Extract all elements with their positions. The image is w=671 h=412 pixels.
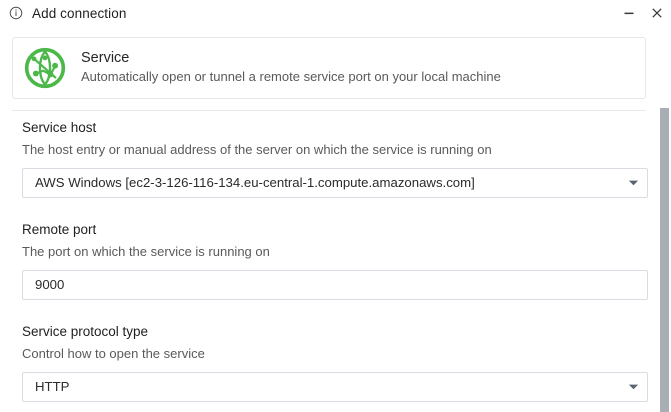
service-protocol-type-label: Service protocol type bbox=[22, 324, 149, 339]
scrollbar-thumb[interactable] bbox=[660, 108, 669, 412]
remote-port-description: The port on which the service is running… bbox=[22, 244, 270, 260]
section-divider bbox=[12, 110, 646, 111]
service-card-description: Automatically open or tunnel a remote se… bbox=[81, 69, 501, 84]
remote-port-value: 9000 bbox=[35, 277, 65, 293]
service-host-label: Service host bbox=[22, 120, 97, 135]
window-controls bbox=[615, 0, 671, 26]
info-icon bbox=[9, 6, 23, 20]
service-card-title: Service bbox=[81, 50, 130, 67]
network-globe-icon bbox=[22, 45, 68, 91]
service-host-value: AWS Windows [ec2-3-126-116-134.eu-centra… bbox=[35, 175, 475, 191]
chevron-down-icon[interactable] bbox=[619, 373, 647, 401]
remote-port-input[interactable]: 9000 bbox=[22, 269, 648, 300]
service-card-texts: Service Automatically open or tunnel a r… bbox=[81, 50, 501, 85]
service-protocol-type-dropdown[interactable]: HTTP bbox=[22, 371, 648, 402]
close-icon bbox=[652, 8, 662, 18]
field-service-host: Service host The host entry or manual ad… bbox=[22, 120, 650, 198]
minimize-icon bbox=[624, 12, 634, 15]
window-title: Add connection bbox=[32, 5, 127, 21]
vertical-scrollbar[interactable] bbox=[658, 26, 671, 412]
minimize-button[interactable] bbox=[615, 0, 643, 26]
service-protocol-type-description: Control how to open the service bbox=[22, 346, 205, 362]
remote-port-label: Remote port bbox=[22, 222, 97, 237]
service-host-description: The host entry or manual address of the … bbox=[22, 142, 492, 158]
window-titlebar: Add connection bbox=[0, 0, 671, 26]
chevron-down-icon[interactable] bbox=[619, 169, 647, 197]
service-summary-card: Service Automatically open or tunnel a r… bbox=[12, 37, 646, 99]
service-protocol-type-value: HTTP bbox=[35, 379, 70, 395]
field-service-protocol-type: Service protocol type Control how to ope… bbox=[22, 324, 650, 402]
close-button[interactable] bbox=[643, 0, 671, 26]
service-host-dropdown[interactable]: AWS Windows [ec2-3-126-116-134.eu-centra… bbox=[22, 167, 648, 198]
titlebar-left-group: Add connection bbox=[0, 6, 126, 21]
field-remote-port: Remote port The port on which the servic… bbox=[22, 222, 650, 300]
dialog-content: Service Automatically open or tunnel a r… bbox=[0, 26, 671, 412]
